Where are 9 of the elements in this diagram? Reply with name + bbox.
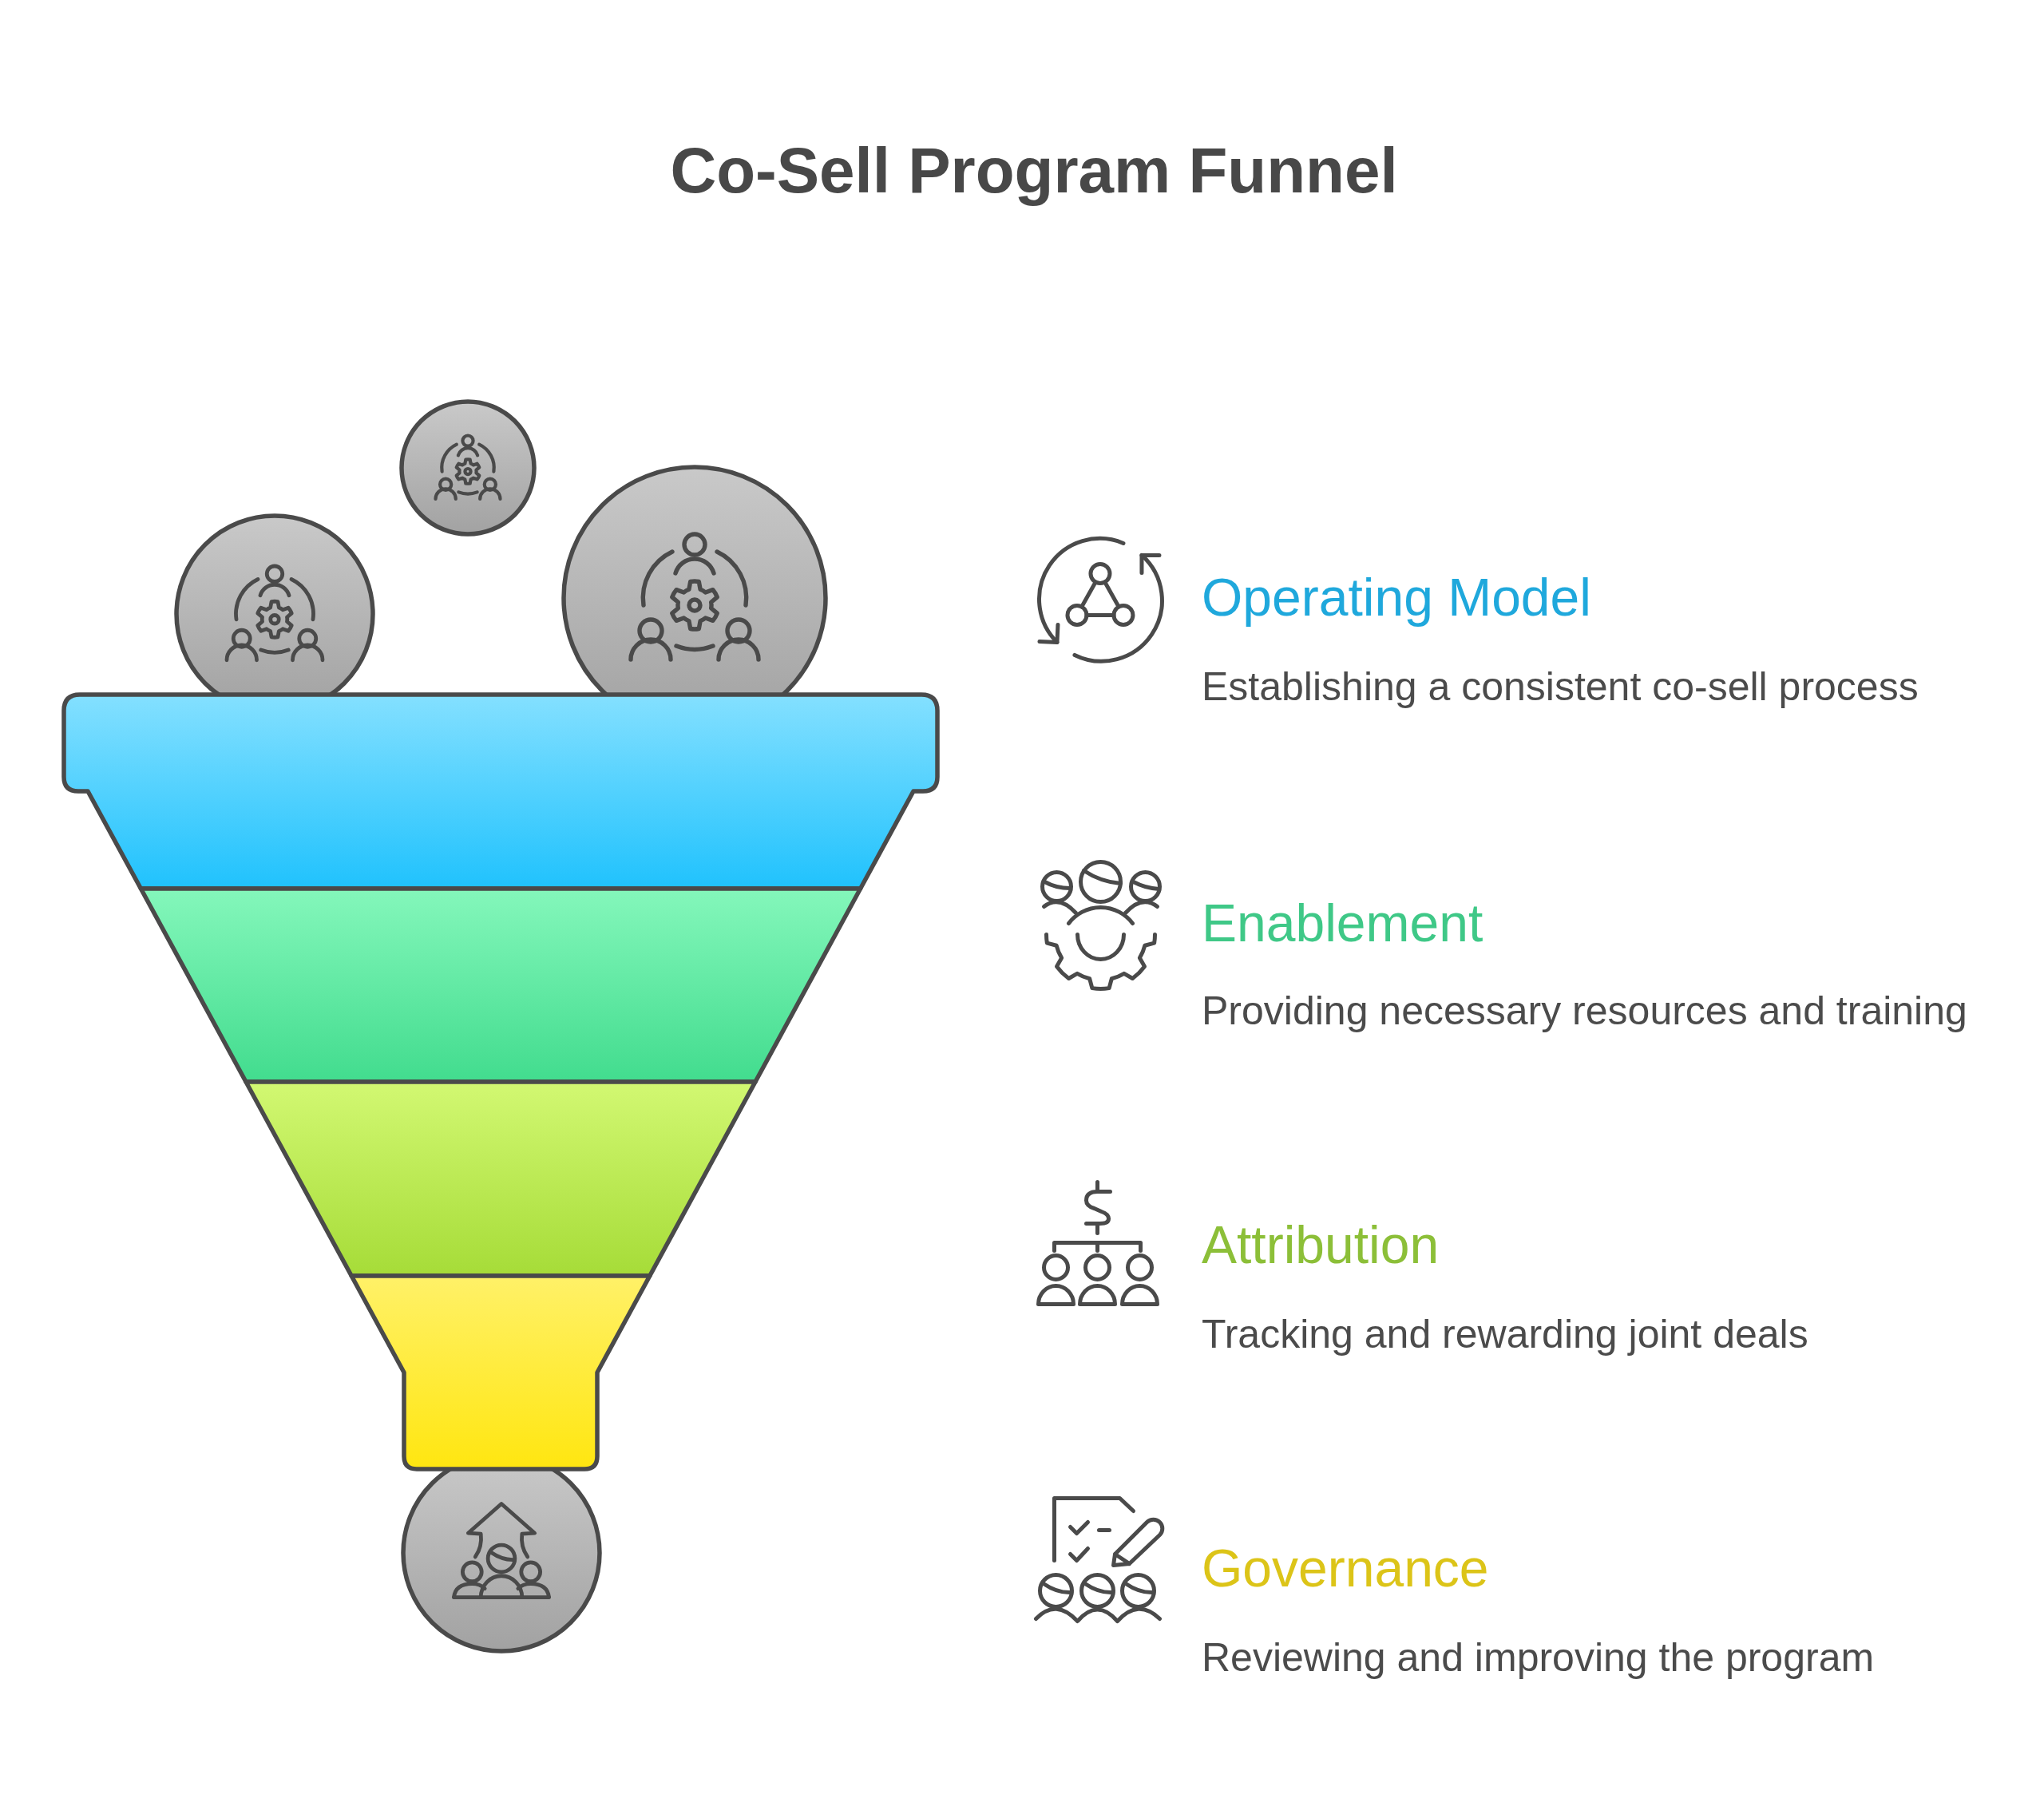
stage-description: Establishing a consistent co-sell process	[1202, 663, 1919, 711]
stage-heading: Enablement	[1202, 893, 1483, 955]
stage-description: Providing necessary resources and training	[1202, 987, 1967, 1035]
stage-heading: Attribution	[1202, 1214, 1440, 1277]
stage-description: Reviewing and improving the program	[1202, 1634, 1875, 1681]
stage-heading: Operating Model	[1202, 567, 1591, 629]
title: Co-Sell Program Funnel	[670, 134, 1398, 208]
stage-heading: Governance	[1202, 1538, 1489, 1600]
stage-description: Tracking and rewarding joint deals	[1202, 1310, 1808, 1358]
